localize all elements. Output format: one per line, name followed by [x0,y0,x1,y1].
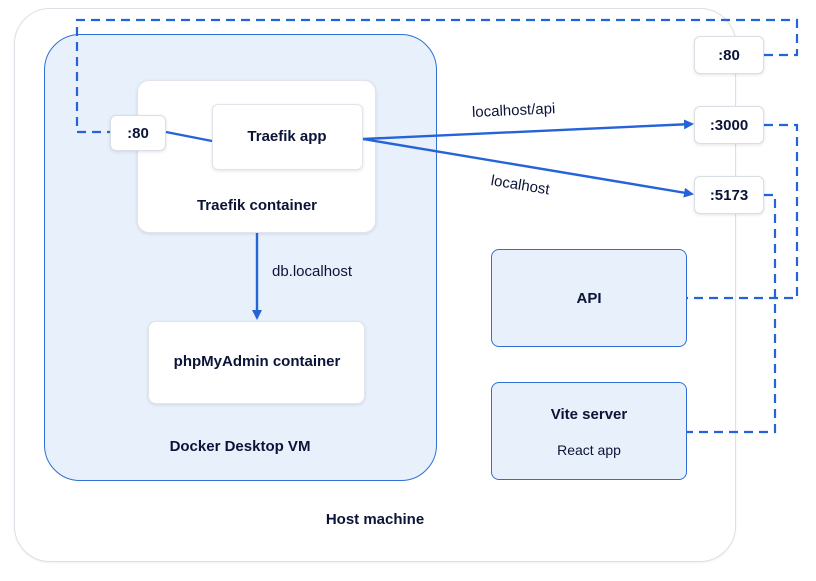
host-port-80: :80 [694,36,764,74]
vite-server-service [491,382,687,480]
host-port-3000-label: :3000 [709,116,749,134]
port-3000-to-api-line [687,123,799,300]
db-route-label: db.localhost [272,263,353,280]
host-port-3000: :3000 [694,106,764,144]
traefik-app-label: Traefik app [247,128,327,145]
traefik-to-5173-arrow [362,137,694,198]
react-app-label: React app [557,442,621,458]
vm-port-80: :80 [110,115,166,151]
host-machine-label: Host machine [325,511,425,528]
port-80-mapping-line [75,18,799,134]
host-port-5173: :5173 [694,176,764,214]
phpmyadmin-label: phpMyAdmin container [173,353,341,370]
port-5173-to-vite-line [687,193,777,434]
docker-vm-label: Docker Desktop VM [169,438,311,455]
traefik-app-node [212,104,363,170]
traefik-to-3000-arrow [362,119,694,141]
api-label: API [576,290,602,307]
vm-port-to-traefik-line [165,130,213,143]
host-port-80-label: :80 [718,46,740,64]
vm-port-80-label: :80 [127,124,149,142]
host-port-5173-label: :5173 [709,186,749,204]
traefik-container-label: Traefik container [196,197,318,214]
phpmyadmin-container [148,321,365,404]
api-service [491,249,687,347]
vite-server-label: Vite server [550,406,628,423]
